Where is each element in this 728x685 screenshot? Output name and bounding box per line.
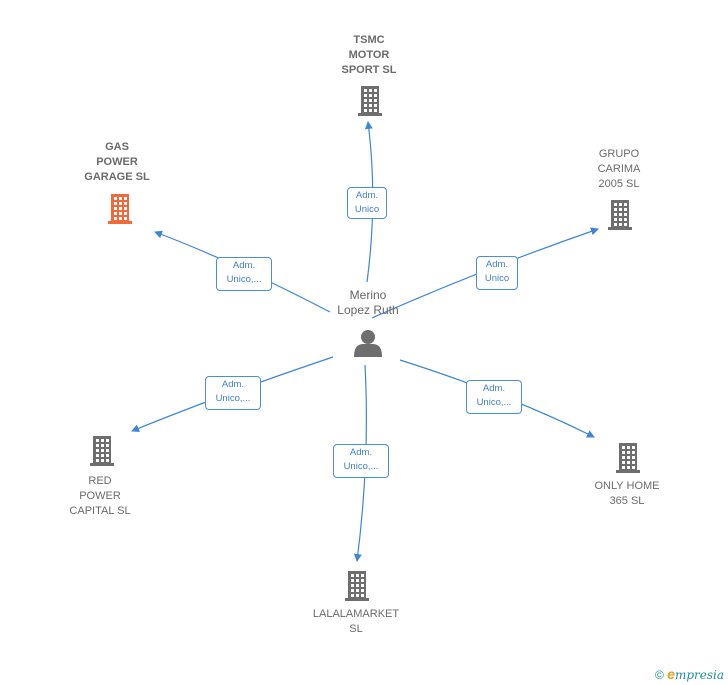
copyright-symbol: © [654, 668, 664, 682]
company-label-grupo: GRUPO CARIMA 2005 SL [597, 147, 641, 190]
building-icon-tsmc [358, 86, 382, 116]
company-label-tsmc: TSMC MOTOR SPORT SL [341, 33, 397, 76]
brand-logo-e: e [667, 666, 675, 682]
building-icon-lala [345, 571, 369, 601]
person-icon [354, 330, 382, 357]
edge-label-gas[interactable]: Adm. Unico,... [216, 257, 272, 291]
edge-label-lala[interactable]: Adm. Unico,... [333, 444, 389, 478]
building-icon-gas [108, 194, 132, 224]
brand-name: mpresia [674, 668, 724, 682]
building-icon-grupo [608, 200, 632, 230]
company-label-red: RED POWER CAPITAL SL [69, 474, 131, 517]
company-label-gas: GAS POWER GARAGE SL [84, 140, 150, 183]
icons-layer [90, 86, 640, 601]
center-person-label: Merino Lopez Ruth [337, 288, 399, 317]
edge-label-tsmc[interactable]: Adm. Unico [347, 187, 387, 219]
edge-label-only[interactable]: Adm. Unico,... [466, 380, 522, 414]
edge-label-red[interactable]: Adm. Unico,... [205, 376, 261, 410]
edge-label-grupo[interactable]: Adm. Unico [476, 256, 518, 290]
company-label-lala: LALALAMARKET SL [312, 608, 400, 635]
company-label-only: ONLY HOME 365 SL [594, 480, 660, 507]
footer-brand: © empresia [655, 666, 724, 682]
building-icon-only [616, 443, 640, 473]
building-icon-red [90, 436, 114, 466]
